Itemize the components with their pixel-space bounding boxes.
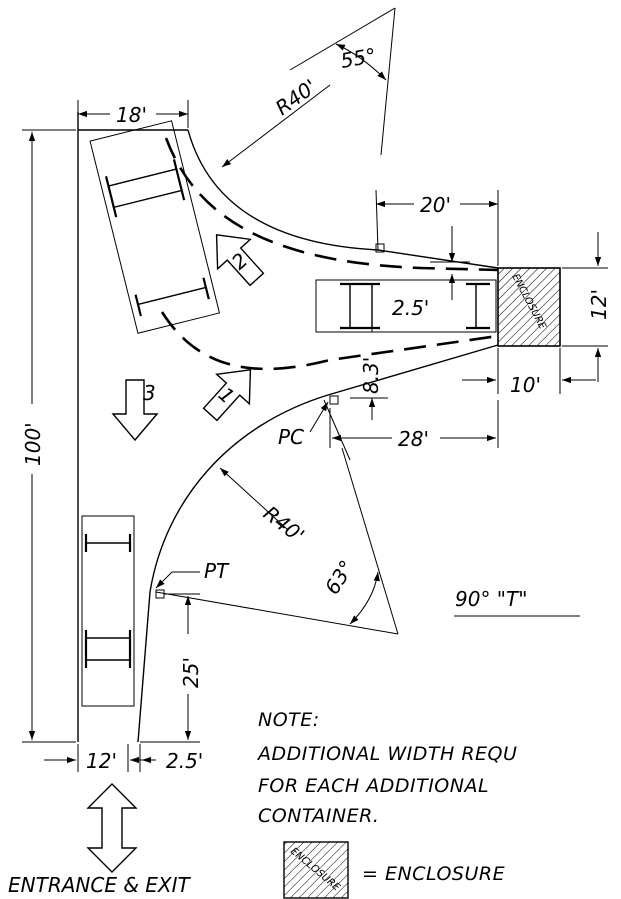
curb-lines [77,112,499,743]
title-block: 90° "T" [454,587,580,617]
point-pt: PT [155,559,230,599]
point-pc-label: PC [278,425,304,449]
arrow-3-label: 3 [143,381,156,405]
diagram-title: 90° "T" [455,587,527,611]
dim-angle-63-label: 63° [320,556,359,599]
dim-28-label: 28' [398,427,429,451]
dim-2-5-bottom-label: 2.5' [166,749,203,773]
truck-upper-left [89,120,221,334]
dim-25-label: 25' [179,657,203,688]
path-lower [160,311,499,371]
dim-18: 18' [77,100,189,128]
entrance-exit-arrow [86,783,138,873]
dim-8-3-label: 8.3' [359,357,383,394]
arrow-1-label: 1 [214,382,240,408]
bottom-radius-curve [149,344,499,593]
direction-arrow-3: 3 [111,379,159,442]
note-line-1: ADDITIONAL WIDTH REQU [256,743,517,765]
dim-18-label: 18' [116,103,147,127]
dim-12-enclosure: 12' [562,232,611,382]
top-radius-curve [187,129,499,269]
legend-text: = ENCLOSURE [362,863,505,885]
enclosure: ENCLOSURE [497,267,561,347]
dim-2-5-top-label: 2.5' [392,296,429,320]
dim-12-enclosure-label: 12' [587,289,611,320]
direction-arrow-1: 1 [202,368,252,422]
legend: ENCLOSURE = ENCLOSURE [283,841,505,899]
dim-r40-bottom-label: R40' [259,501,309,548]
dim-8-3: 8.3' [350,312,388,420]
dim-100-label: 100' [21,422,45,466]
arrow-2-label: 2 [227,248,253,274]
dim-r40-bottom: R40' [219,467,309,548]
dim-12-lane: 12' [44,744,156,773]
entrance-exit-label: ENTRANCE & EXIT [8,873,192,897]
lane-right-edge [137,591,151,743]
truck-at-enclosure [315,279,497,333]
note-block: NOTE: ADDITIONAL WIDTH REQU FOR EACH ADD… [256,709,517,827]
truck-lower-left [81,515,135,707]
dim-12-lane-label: 12' [86,749,117,773]
dim-25: 25' [140,593,203,743]
note-heading: NOTE: [258,709,320,731]
dim-r40-top-label: R40' [271,74,321,120]
note-line-3: CONTAINER. [258,805,379,827]
dim-angle-55-label: 55° [339,43,378,73]
point-pt-label: PT [204,559,230,583]
dim-20: 20' [375,189,499,266]
dim-angle-63: 63° [155,447,399,635]
path-upper [164,137,499,272]
dim-28: 28' [329,400,499,451]
vehicle-path [160,137,499,371]
dim-10: 10' [462,348,596,397]
dim-2-5-bottom: 2.5' [139,744,203,773]
note-line-2: FOR EACH ADDITIONAL [258,775,489,797]
dim-r40-top: R40' [221,74,331,168]
direction-arrow-2: 2 [215,233,265,287]
legend-swatch [283,841,349,899]
dim-2-5-top: 2.5' [392,226,470,320]
dim-100: 100' [21,129,76,743]
point-pc: PC [278,395,351,461]
dim-20-label: 20' [420,193,451,217]
dim-10-label: 10' [510,373,541,397]
